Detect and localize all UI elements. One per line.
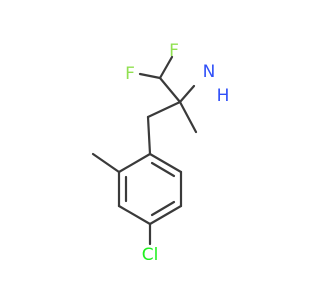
atom-labels: F F N H Cl — [125, 41, 229, 265]
bond-group — [91, 55, 198, 246]
bond-cq-methyl — [178, 100, 198, 134]
atom-cl: Cl — [142, 245, 159, 265]
ring-double-bond-1 — [150, 161, 176, 178]
molecule-canvas: F F N H Cl — [91, 41, 229, 265]
bond-cq-ch2 — [146, 100, 182, 119]
ring-bond-6 — [117, 152, 152, 174]
ring-double-bond-2 — [150, 200, 176, 217]
atom-f1: F — [169, 41, 179, 61]
atom-n: N — [203, 62, 216, 82]
structure-diagram: F F N H Cl — [91, 41, 229, 265]
bond-ch2-ring — [146, 115, 152, 156]
ring-bond-3 — [148, 204, 183, 226]
ring-bond-4 — [117, 204, 152, 226]
bond-cq-n — [178, 84, 196, 104]
atom-h2: H — [217, 86, 230, 106]
bond-ring-methyl — [91, 152, 121, 174]
bond-c-f2 — [138, 72, 162, 80]
bond-chf2-cq — [158, 76, 182, 104]
ring-bond-1 — [148, 152, 183, 174]
atom-f2: F — [125, 64, 135, 84]
bond-c-f1 — [158, 55, 174, 80]
